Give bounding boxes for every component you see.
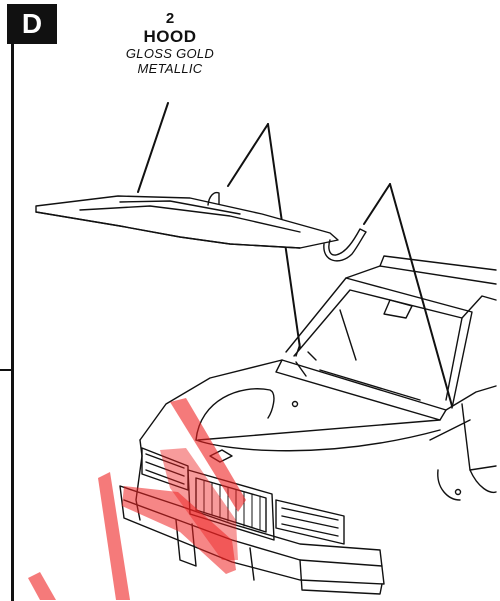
highlight-overlay: [28, 398, 246, 600]
margin-rule: [11, 44, 14, 601]
part-callout: 2 HOOD GLOSS GOLD METALLIC: [100, 10, 240, 77]
step-label: D: [21, 8, 43, 39]
part-finish-line-1: GLOSS GOLD: [125, 45, 215, 61]
part-name: HOOD: [143, 27, 197, 47]
margin-tick: [0, 369, 12, 371]
car-body: [119, 255, 497, 595]
part-finish-line-2: METALLIC: [137, 60, 203, 76]
hood-part: [35, 191, 367, 262]
leader-lines: [137, 102, 453, 407]
part-number: 2: [165, 10, 175, 27]
step-badge: D: [7, 4, 57, 44]
